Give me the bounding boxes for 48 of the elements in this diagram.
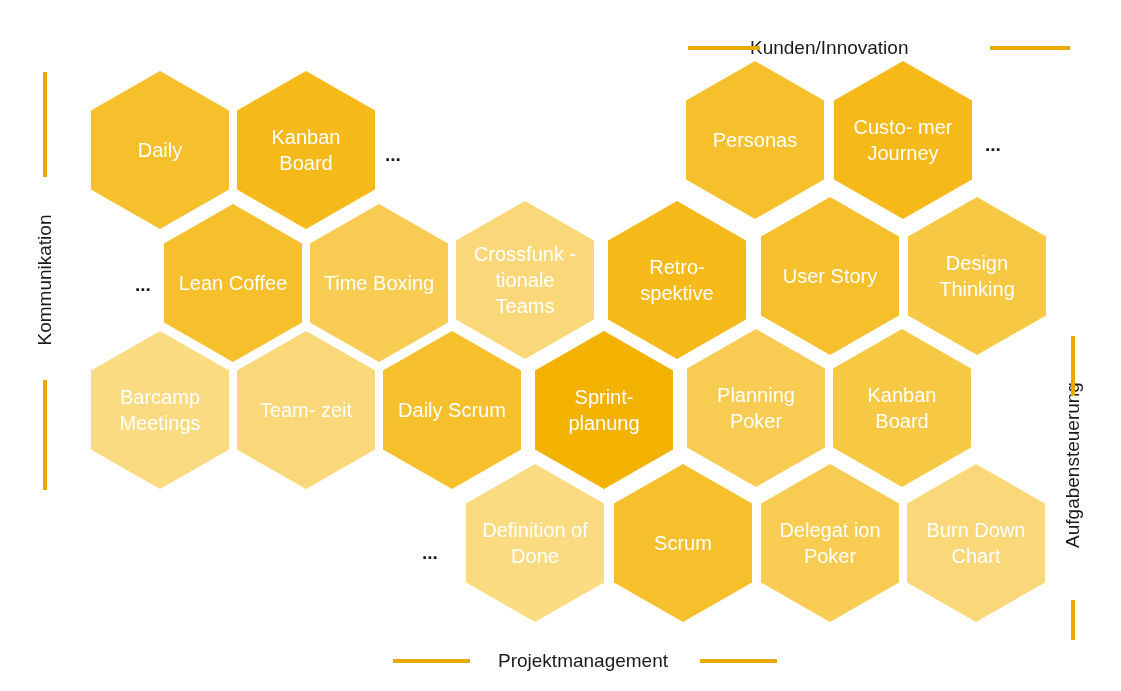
axis-label: Aufgabensteuerung (1061, 382, 1084, 548)
tile-text: Burn Down Chart (925, 518, 1027, 569)
ellipsis-text: ... (385, 144, 401, 166)
hexagon-tile (687, 329, 825, 487)
tile-text: Scrum (653, 531, 713, 556)
tile-text: Daily Scrum (397, 398, 507, 423)
hexagon-tile (237, 71, 375, 229)
hexagon-tile (908, 197, 1046, 355)
hexagon-tile (383, 331, 521, 489)
tile-text: Time Boxing (322, 271, 436, 296)
hexagon-tile (91, 331, 229, 489)
hexagon-tile (761, 464, 899, 622)
hexagon-tile (907, 464, 1045, 622)
hexagon-tile (834, 61, 972, 219)
hexagon-tile (608, 201, 746, 359)
axis-label: Projektmanagement (498, 650, 669, 672)
ellipsis-text: ... (422, 542, 438, 564)
hexagon-tile (456, 201, 594, 359)
tile-text: Sprint- planung (567, 385, 641, 436)
hexagon-tile (761, 197, 899, 355)
hexagon-tile (614, 464, 752, 622)
hexagon-tile (237, 331, 375, 489)
tile-text: Lean Coffee (177, 271, 289, 296)
hexagon-tile (91, 71, 229, 229)
tile-text: Retro- spektive (639, 255, 715, 306)
ellipsis-text: ... (135, 274, 151, 296)
tile-text: Daily (136, 138, 184, 163)
tile-text: User Story (781, 264, 879, 289)
tile-text: Design Thinking (938, 251, 1016, 302)
tile-text: Barcamp Meetings (118, 385, 202, 436)
tile-text: Definition of Done (481, 518, 589, 569)
axis-label: Kunden/Innovation (750, 37, 909, 59)
tile-text: Personas (711, 128, 799, 153)
hexagon-tile (686, 61, 824, 219)
hexagon-tile (833, 329, 971, 487)
tile-text: Kanban Board (866, 383, 938, 434)
tile-text: Delegat ion Poker (778, 518, 882, 569)
hexagon-tile (535, 331, 673, 489)
tile-text: Team- zeit (258, 398, 354, 423)
tile-text: Kanban Board (270, 125, 342, 176)
hexagon-tile (466, 464, 604, 622)
axis-label: Kommunikation (34, 214, 56, 346)
tile-text: Planning Poker (716, 383, 796, 434)
tile-text: Crossfunk -tionale Teams (472, 242, 578, 319)
tile-text: Custo- mer Journey (852, 115, 954, 166)
ellipsis-text: ... (985, 134, 1001, 156)
hexagon-tile (164, 204, 302, 362)
hexagon-tile (310, 204, 448, 362)
